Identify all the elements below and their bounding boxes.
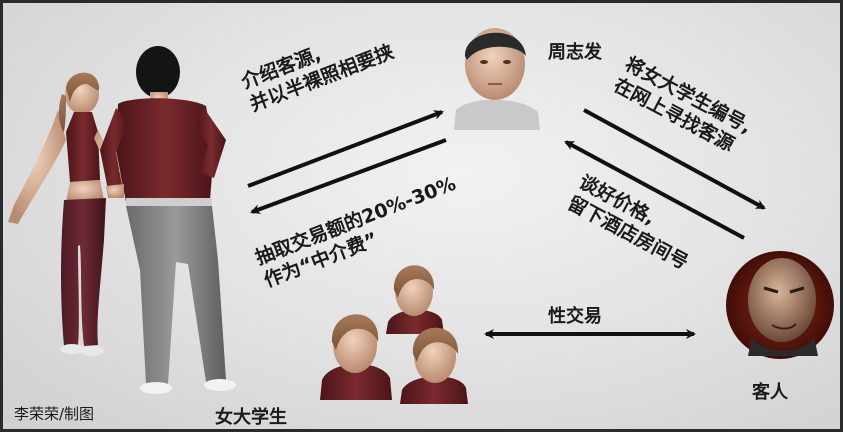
zhou-label: 周志发 xyxy=(548,42,602,63)
man-figure xyxy=(100,46,236,394)
arrow-fee xyxy=(250,138,447,214)
students-label: 女大学生 xyxy=(215,407,287,428)
flow-arrows xyxy=(247,108,766,339)
arrow-intro xyxy=(247,110,444,188)
zhou-portrait xyxy=(454,28,540,130)
woman-figure xyxy=(8,72,130,356)
credit-label: 李荣荣/制图 xyxy=(14,405,95,423)
guest-portrait xyxy=(726,251,834,359)
sex-trade-label: 性交易 xyxy=(548,306,602,327)
female-students-group xyxy=(320,265,468,404)
arrow-number xyxy=(583,108,766,210)
guest-label: 客人 xyxy=(752,382,788,403)
arrow-price xyxy=(564,140,745,240)
